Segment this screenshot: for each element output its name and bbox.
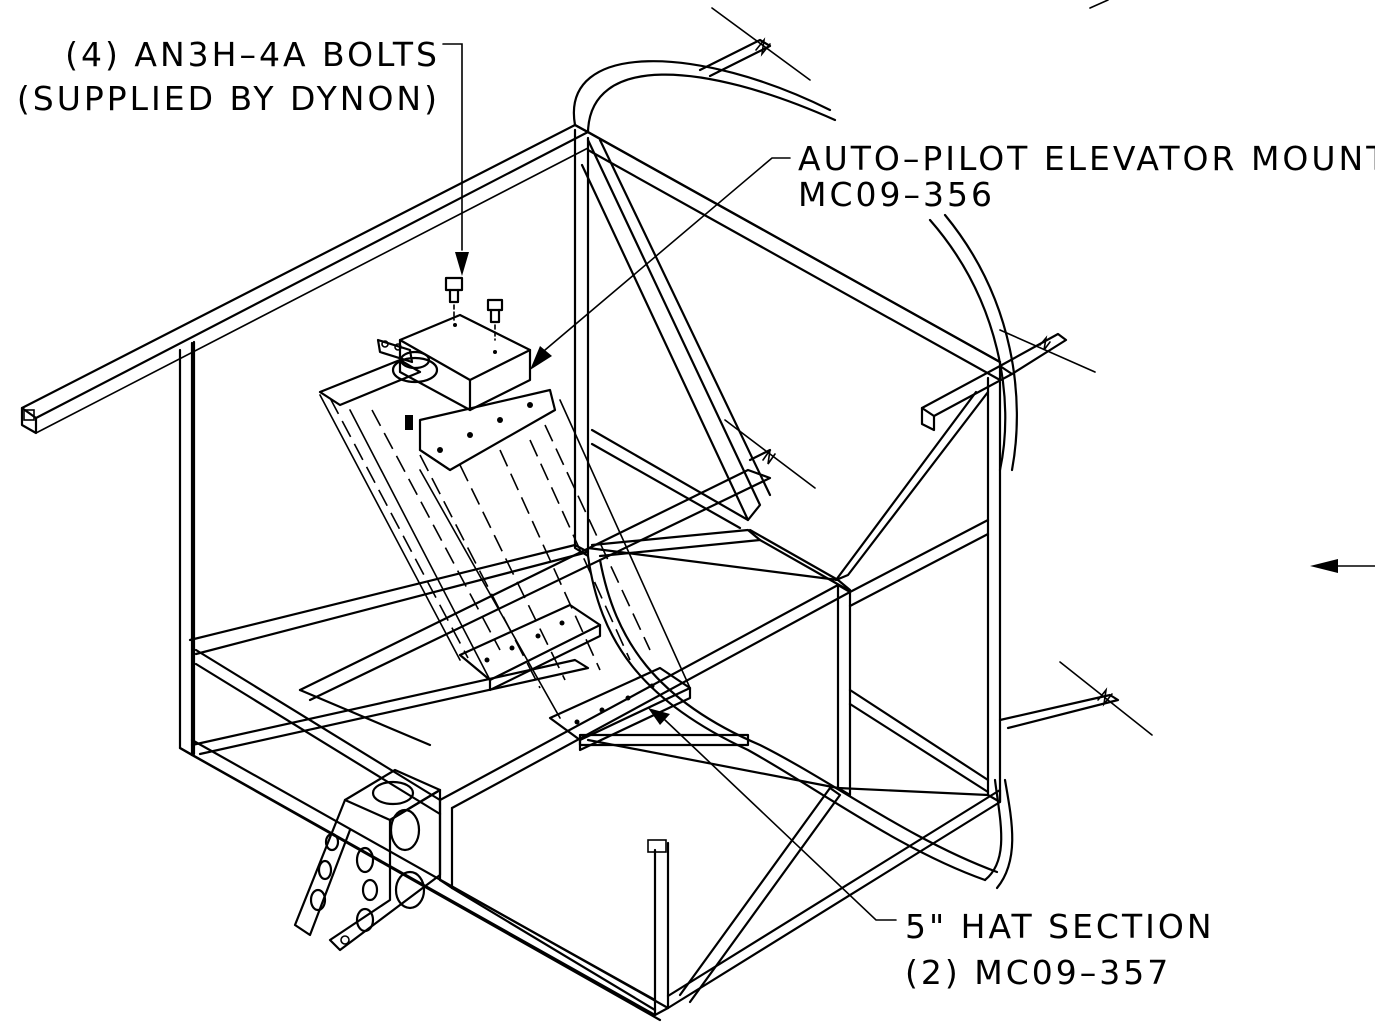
alignment-lines bbox=[319, 394, 691, 719]
bolts-callout-line1: (4) AN3H–4A BOLTS bbox=[65, 35, 440, 74]
right-vertical-post bbox=[986, 376, 1002, 804]
upper-cross-tube bbox=[573, 123, 1002, 382]
mount-callout-line2: MC09–356 bbox=[798, 175, 995, 214]
hat-section-2 bbox=[548, 666, 692, 752]
mid-horizontals bbox=[188, 468, 852, 702]
mount-callout-line1: AUTO–PILOT ELEVATOR MOUNT bbox=[798, 139, 1375, 178]
bolts bbox=[444, 276, 504, 341]
leader-mount bbox=[530, 157, 791, 370]
curved-formers bbox=[572, 60, 1018, 890]
direction-arrow bbox=[1310, 559, 1375, 573]
right-bay-diagonals bbox=[580, 138, 990, 582]
autopilot-elevator-mount bbox=[318, 313, 557, 472]
upper-longeron-left bbox=[20, 123, 590, 435]
lower-right-bay bbox=[586, 518, 990, 1004]
hat-callout-line2: (2) MC09–357 bbox=[905, 953, 1171, 992]
center-vertical-post bbox=[573, 128, 590, 558]
breakout-tubes bbox=[698, 0, 1153, 736]
hat-section-1 bbox=[458, 603, 602, 692]
bolts-callout-line2: (SUPPLIED BY DYNON) bbox=[17, 79, 440, 118]
leader-bolts bbox=[442, 43, 469, 276]
lower-longerons bbox=[178, 583, 1002, 1022]
leader-hat-section bbox=[648, 708, 897, 921]
right-upper-stub bbox=[920, 329, 1096, 432]
lower-left-bay bbox=[190, 648, 750, 816]
hat-callout-line1: 5" HAT SECTION bbox=[905, 907, 1215, 946]
left-vertical-post bbox=[178, 340, 196, 757]
hinge-bracket bbox=[293, 768, 442, 952]
